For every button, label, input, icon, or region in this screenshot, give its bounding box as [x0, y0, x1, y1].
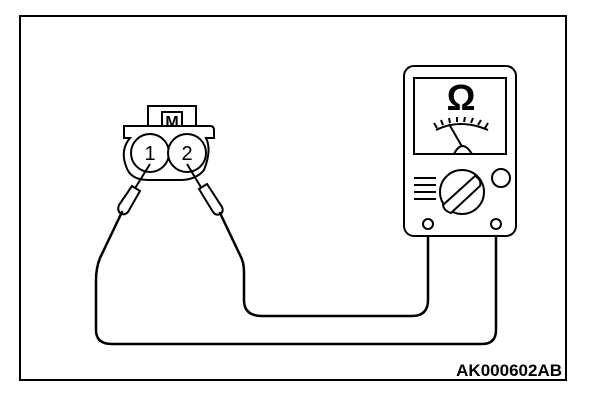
ohm-symbol: Ω [447, 77, 476, 118]
meter-scale-arc [435, 123, 489, 131]
test-leads [94, 210, 498, 346]
meter-jack-com [422, 218, 434, 230]
connector-m-label: M [165, 114, 178, 131]
lead-terminal-1 [94, 210, 498, 346]
range-selector-knob [441, 174, 482, 215]
terminal-1-label: 1 [144, 143, 155, 165]
lead-terminal-2 [218, 211, 430, 318]
needle-pivot [452, 145, 474, 155]
terminal-2-label: 2 [181, 143, 192, 165]
zero-adjust-knob [491, 168, 511, 188]
ohmmeter [403, 65, 517, 237]
probe-left [117, 163, 151, 216]
figure-id-label: AK000602AB [456, 361, 562, 380]
meter-jack-ohm [490, 218, 502, 230]
terminal-2-circle [167, 133, 207, 173]
